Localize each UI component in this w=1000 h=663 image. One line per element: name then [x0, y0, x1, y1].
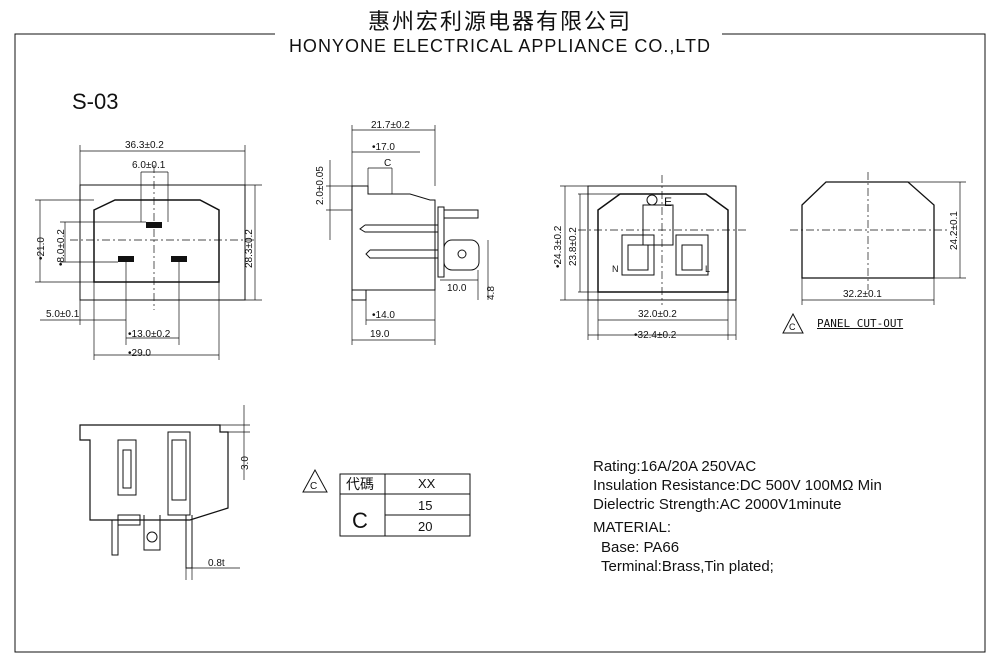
panel-dim-h: 24.2±0.1 [949, 211, 960, 250]
side-dim-vertical: 2.0±0.05 [315, 166, 326, 205]
line-mark: L [705, 264, 710, 274]
spec-material-heading: MATERIAL: [593, 519, 672, 536]
front-dim-left: 5.0±0.1 [46, 309, 80, 320]
side-dim-bottom1: •14.0 [372, 310, 395, 321]
side-dim-terminal: 10.0 [447, 283, 467, 294]
table-c-mark: C [310, 481, 317, 492]
spec-insulation: Insulation Resistance:DC 500V 100MΩ Min [593, 477, 882, 494]
spec-dielectric: Dielectric Strength:AC 2000V1minute [593, 496, 842, 513]
table-value-15: 15 [418, 498, 432, 513]
table-row-label: C [352, 508, 368, 533]
spec-base: Base: PA66 [601, 539, 680, 556]
front-view-dimensions: 36.3±0.2 6.0±0.1 28.3±0.2 •21.0 •8.0±0.2… [36, 140, 255, 359]
spec-rating: Rating:16A/20A 250VAC [593, 458, 757, 475]
spec-terminal: Terminal:Brass,Tin plated; [601, 558, 774, 575]
panel-cutout-view [782, 172, 966, 334]
front-dim-width: 36.3±0.2 [125, 140, 164, 151]
front-dim-inner-width: •29.0 [128, 348, 151, 359]
rear-dim-h2: 23.8±0.2 [568, 227, 579, 266]
rear-dim-w1: 32.0±0.2 [638, 309, 677, 320]
rear-dim-w2: •32.4±0.2 [634, 330, 677, 341]
table-header-code: 代碼 [346, 476, 374, 492]
front-dim-inner-height: •21.0 [36, 237, 47, 260]
side-dim-bottom2: 19.0 [370, 329, 390, 340]
side-dim-c: C [384, 158, 391, 169]
code-table-text: C 代碼 XX C 15 20 [310, 476, 436, 534]
table-header-value: XX [418, 476, 436, 491]
earth-mark: E [664, 195, 672, 209]
panel-c-mark: C [789, 322, 796, 332]
front-dim-pin-spacing: •13.0±0.2 [128, 329, 171, 340]
front-dim-height: 28.3±0.2 [244, 229, 255, 268]
rear-view [560, 175, 746, 340]
side-dim-terminal-height: 4.8 [486, 286, 497, 300]
code-table [302, 468, 471, 537]
bottom-view-dimensions: 3.0 0.8t [208, 456, 251, 569]
neutral-mark: N [612, 264, 619, 274]
panel-cutout-label: PANEL CUT-OUT [817, 317, 904, 330]
side-dim-mid: •17.0 [372, 142, 395, 153]
rear-dim-h1: •24.3±0.2 [553, 225, 564, 268]
side-view-dimensions: 21.7±0.2 •17.0 C 2.0±0.05 10.0 4.8 •14.0… [315, 120, 497, 340]
front-view [35, 145, 262, 360]
table-value-20: 20 [418, 519, 432, 534]
side-dim-top: 21.7±0.2 [371, 120, 410, 131]
panel-cutout-dimensions: 24.2±0.1 32.2±0.1 C [789, 211, 960, 332]
border-left [14, 33, 986, 653]
model-number: S-03 [72, 89, 119, 114]
front-dim-inner-depth: •8.0±0.2 [56, 229, 67, 266]
bottom-view [79, 405, 250, 580]
panel-dim-w: 32.2±0.1 [843, 289, 882, 300]
bottom-dim-t: 0.8t [208, 558, 225, 569]
rear-view-dimensions: •24.3±0.2 23.8±0.2 32.0±0.2 •32.4±0.2 E … [553, 195, 710, 341]
front-dim-top-slot: 6.0±0.1 [132, 160, 166, 171]
bottom-dim-h: 3.0 [240, 456, 251, 470]
side-view [326, 125, 489, 345]
company-name-english: HONYONE ELECTRICAL APPLIANCE CO.,LTD [288, 36, 712, 56]
company-name-chinese: 惠州宏利源电器有限公司 [367, 10, 632, 35]
